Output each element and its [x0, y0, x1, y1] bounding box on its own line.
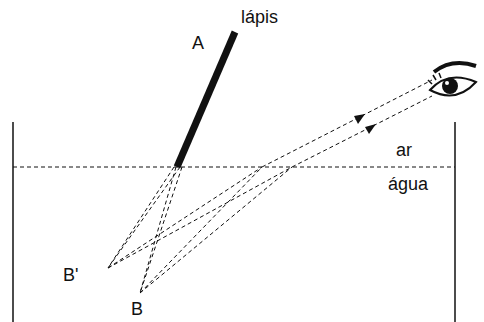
- refracted-ray: [262, 80, 432, 167]
- pencil: [177, 32, 235, 167]
- container-wall: [12, 122, 14, 322]
- figure-label: ar: [396, 141, 412, 159]
- ray-in-water: [140, 167, 262, 293]
- refracted-ray: [292, 96, 432, 167]
- apparent-ray: [108, 167, 292, 268]
- water-surface: [13, 167, 455, 168]
- ray-in-water: [140, 167, 292, 293]
- apparent-ray: [108, 167, 262, 268]
- arrowheads: [354, 114, 376, 134]
- eye: [428, 63, 476, 95]
- figure-label: água: [388, 175, 428, 193]
- pencil-image-line: [108, 167, 180, 268]
- pencil-submerged-line: [140, 167, 176, 293]
- figure-label: A: [192, 34, 204, 52]
- arrowhead: [365, 124, 376, 134]
- arrowhead: [354, 114, 365, 124]
- figure-label: B': [63, 266, 78, 284]
- light-rays: [108, 80, 432, 293]
- pencil-image-line: [108, 167, 174, 268]
- pencil-submerged-line: [140, 167, 182, 293]
- figure-label: B: [131, 300, 143, 318]
- figure-label: lápis: [241, 8, 278, 26]
- container-wall: [454, 122, 456, 322]
